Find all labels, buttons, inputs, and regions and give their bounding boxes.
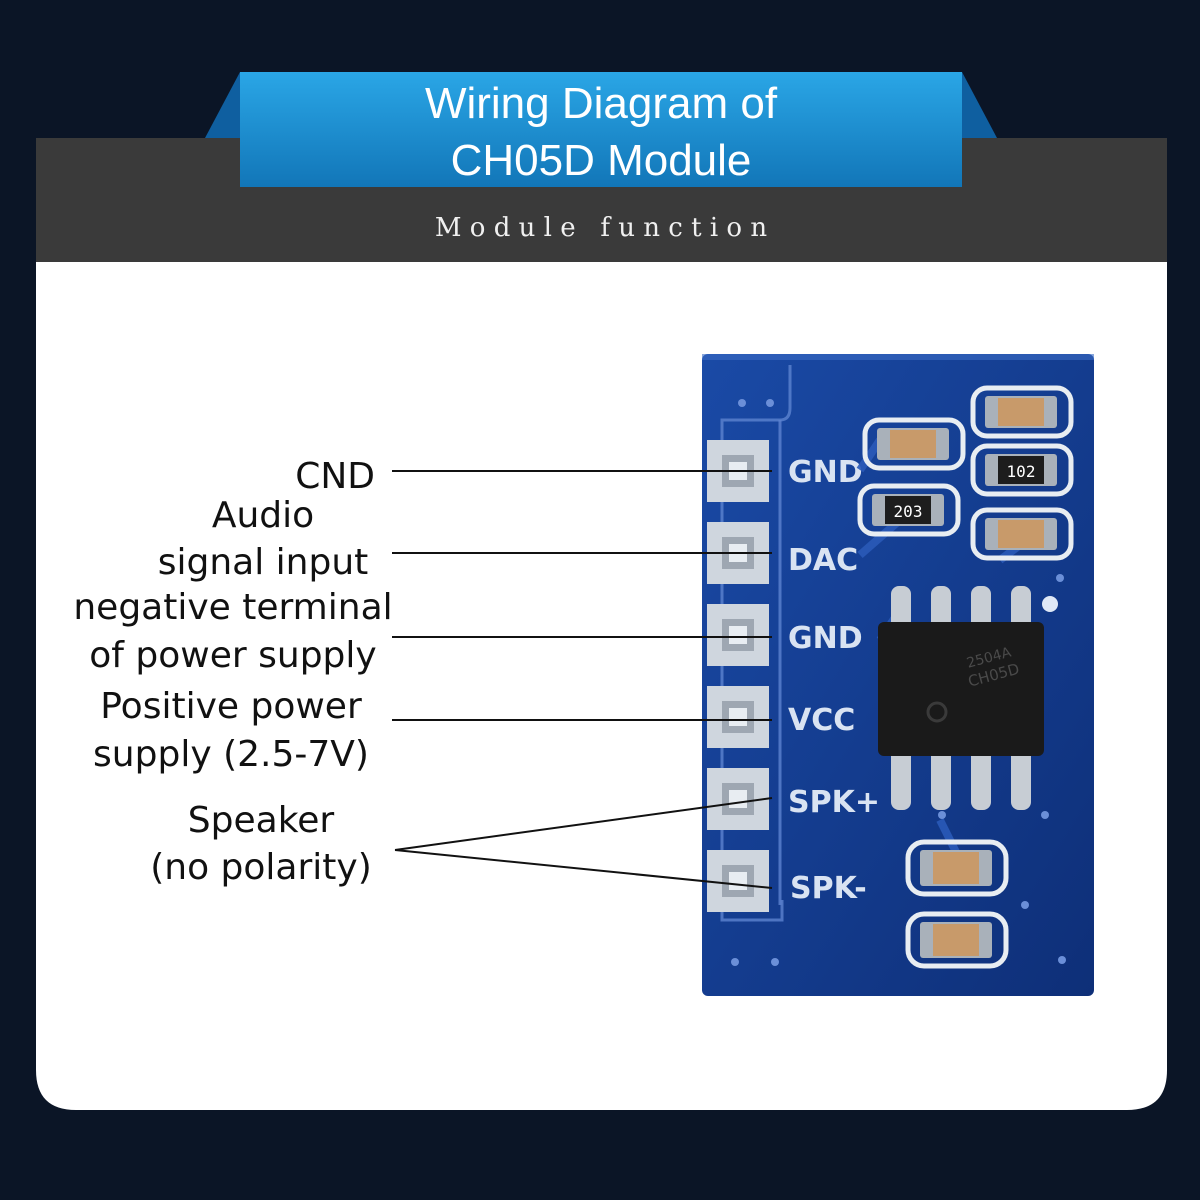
label-audio-line2: signal input xyxy=(158,542,369,583)
label-speaker-line1: Speaker xyxy=(188,800,335,841)
label-gnd: CND xyxy=(295,456,375,497)
label-positive-line2: supply (2.5-7V) xyxy=(93,734,369,775)
resistor-102-marking: 102 xyxy=(1007,462,1036,481)
title-line-1: Wiring Diagram of xyxy=(425,79,778,128)
resistor-203: 203 xyxy=(857,483,961,537)
pin-label-spk-plus: SPK+ xyxy=(788,785,880,820)
label-positive-line1: Positive power xyxy=(100,686,362,727)
pin-label-vcc: VCC xyxy=(788,703,855,738)
capacitor-c1 xyxy=(970,385,1074,439)
capacitor-c3 xyxy=(970,507,1074,561)
capacitor-c2 xyxy=(862,417,966,471)
amplifier-chip: CH05D 2504A xyxy=(878,586,1044,810)
pin-label-dac: DAC xyxy=(788,543,858,578)
title-banner xyxy=(240,72,962,187)
capacitor-c4 xyxy=(905,839,1009,897)
pin-outline-trace xyxy=(720,365,792,922)
vias xyxy=(731,399,1066,966)
pad-6 xyxy=(707,850,769,912)
chip-body xyxy=(878,622,1044,756)
label-negative-line1: negative terminal xyxy=(73,587,392,628)
pin-label-gnd-2: GND xyxy=(788,621,863,656)
leader-lines xyxy=(392,470,773,889)
resistor-203-marking: 203 xyxy=(894,502,923,521)
title-line-2: CH05D Module xyxy=(451,136,752,185)
subtitle: M o d u l e f u n c t i o n xyxy=(435,213,767,243)
pad-3 xyxy=(707,604,769,666)
pin-label-gnd-1: GND xyxy=(788,455,863,490)
chip-leads-bottom xyxy=(891,748,1031,810)
leader-spk-minus xyxy=(394,849,773,889)
label-negative-line2: of power supply xyxy=(89,635,376,676)
label-speaker-line2: (no polarity) xyxy=(150,847,372,888)
pcb-module: GND DAC GND VCC SPK+ SPK- xyxy=(702,354,1094,996)
pin-label-spk-minus: SPK- xyxy=(790,871,867,906)
leader-spk-plus xyxy=(394,797,773,851)
capacitor-c5 xyxy=(905,911,1009,969)
pad-4 xyxy=(707,686,769,748)
label-audio-line1: Audio xyxy=(212,495,314,536)
resistor-102: 102 xyxy=(970,443,1074,497)
